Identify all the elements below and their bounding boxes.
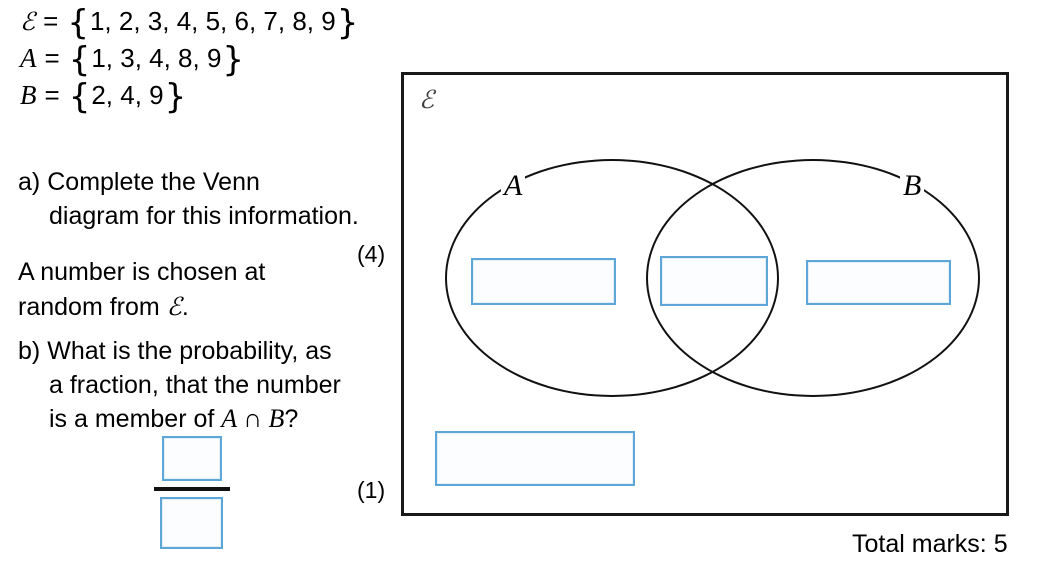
set-definition-b: B= {2, 4, 9} <box>20 77 358 117</box>
universal-set-label: ℰ <box>419 85 435 114</box>
fraction-input <box>150 432 242 552</box>
venn-input-intersection[interactable] <box>660 256 768 306</box>
question-b-label: b) <box>18 337 41 365</box>
question-a-label: a) <box>18 168 41 196</box>
question-a-line1: a)Complete the Venn <box>18 166 359 200</box>
fraction-bar <box>154 487 230 491</box>
question-b-text2: a fraction, that the number <box>49 370 341 399</box>
set-b-symbol: B <box>20 80 37 110</box>
set-b-label: B <box>900 171 925 201</box>
fraction-denominator-input[interactable] <box>160 497 223 549</box>
venn-input-outside[interactable] <box>435 431 635 486</box>
set-a-symbol: A <box>20 43 37 73</box>
question-b: b)What is the probability, as a fraction… <box>18 335 341 437</box>
set-a-label: A <box>501 171 526 201</box>
set-definition-universal: ℰ= {1, 2, 3, 4, 5, 6, 7, 8, 9} <box>20 3 359 43</box>
question-b-text1: What is the probability, as <box>47 337 332 365</box>
equals-sign: = <box>43 6 59 36</box>
open-brace: { <box>68 77 91 117</box>
intro-line1: A number is chosen at <box>18 258 266 286</box>
set-definitions: ℰ={1, 2, 3, 4, 5, 6, 7, 8, 9} A={1, 3, 4… <box>20 3 359 117</box>
open-brace: { <box>67 3 89 43</box>
question-a-text2: diagram for this information. <box>49 201 359 230</box>
question-b-line1: b)What is the probability, as <box>18 335 341 369</box>
close-brace: } <box>164 77 187 117</box>
close-brace: } <box>222 40 245 80</box>
set-a-elements: 1, 3, 4, 8, 9 <box>91 43 222 73</box>
equals-sign: = <box>44 80 60 110</box>
question-b-text3-prefix: is a member of <box>49 405 215 433</box>
open-brace: { <box>68 40 91 80</box>
intro-line2-period: . <box>181 292 189 321</box>
intro-line2-text: random from <box>18 292 160 321</box>
intro-line2: random from ℰ. <box>18 290 265 325</box>
question-a-text1: Complete the Venn <box>47 168 260 196</box>
universal-set-elements: 1, 2, 3, 4, 5, 6, 7, 8, 9 <box>89 6 336 36</box>
equals-sign: = <box>44 43 60 73</box>
question-a: a)Complete the Venn diagram for this inf… <box>18 166 359 233</box>
venn-input-b-only[interactable] <box>806 260 951 305</box>
set-b-ellipse <box>646 159 980 397</box>
fraction-numerator-input[interactable] <box>162 436 222 481</box>
total-marks: Total marks: 5 <box>852 530 1008 558</box>
question-b-marks: (1) <box>357 477 386 503</box>
universal-set-symbol: ℰ <box>20 7 36 36</box>
question-b-question-mark: ? <box>284 405 299 433</box>
intersection-expression: A ∩ B <box>221 404 285 433</box>
question-a-marks: (4) <box>357 241 386 267</box>
venn-input-a-only[interactable] <box>471 258 616 305</box>
universal-set-symbol-inline: ℰ <box>166 291 182 321</box>
venn-diagram-panel: ℰ A B <box>401 72 1009 516</box>
set-b-elements: 2, 4, 9 <box>91 80 164 110</box>
question-b-text3: is a member of A ∩ B? <box>18 402 341 437</box>
intro-text: A number is chosen at random from ℰ. <box>18 256 265 324</box>
set-definition-a: A= {1, 3, 4, 8, 9} <box>20 40 358 80</box>
close-brace: } <box>336 3 359 43</box>
